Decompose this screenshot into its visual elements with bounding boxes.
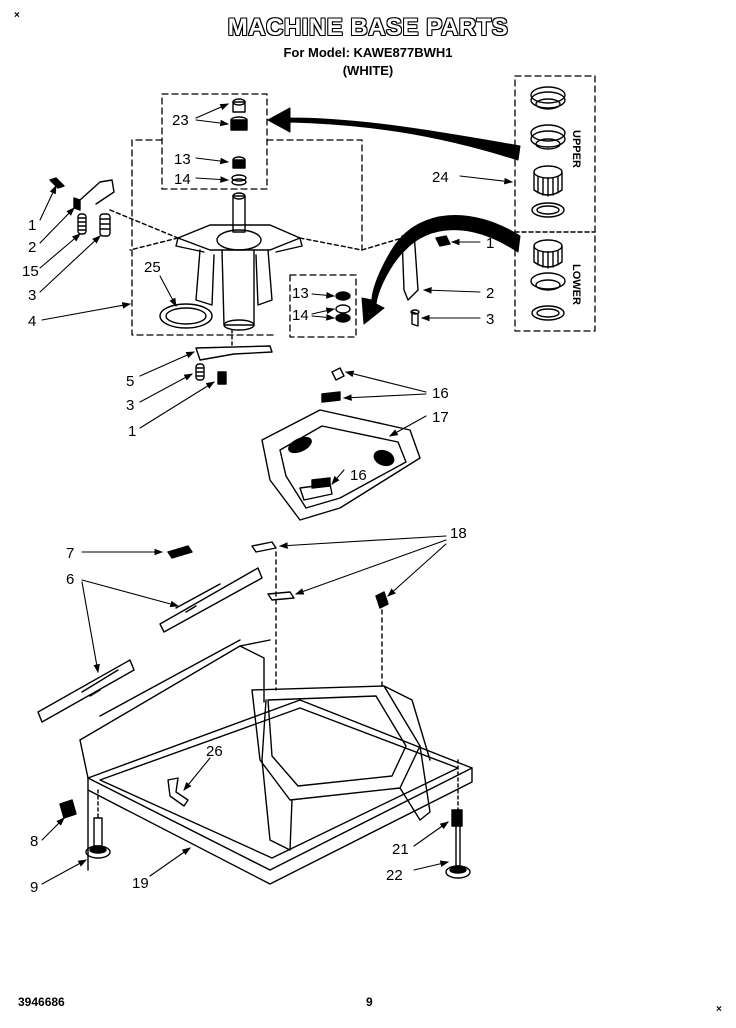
- box-hub-assembly: [131, 139, 276, 336]
- part-8-cap: [59, 799, 77, 819]
- callout-8: 8: [30, 833, 38, 850]
- callout-3-right: 3: [486, 311, 494, 328]
- model-number: For Model: KAWE877BWH1: [283, 45, 453, 60]
- side-bearing-parts: [335, 291, 351, 323]
- callout-1-right: 1: [486, 235, 494, 252]
- part-18-clip-b: [267, 591, 295, 601]
- part-25-ring: [159, 303, 213, 329]
- footer-page-number: 9: [366, 995, 373, 1009]
- arrow-upper-kit: [267, 107, 521, 161]
- right-spring-bracket: [361, 231, 451, 327]
- callout-14-side: 14: [292, 307, 309, 324]
- callout-15: 15: [22, 263, 39, 280]
- callout-13-side: 13: [292, 285, 309, 302]
- callout-2-left: 2: [28, 239, 36, 256]
- callout-1-left: 1: [28, 217, 36, 234]
- hub-assembly: [129, 192, 363, 331]
- corner-mark-bottom: ×: [716, 1004, 722, 1015]
- callout-3-left: 3: [28, 287, 36, 304]
- callout-5: 5: [126, 373, 134, 390]
- bearing-stack-parts: [230, 98, 248, 186]
- box-hub-right: [266, 139, 363, 251]
- part-16-clip-c: [311, 477, 331, 489]
- part-18-clip-a: [251, 541, 277, 553]
- part-16-clip-a: [331, 367, 345, 381]
- callout-13-top: 13: [174, 151, 191, 168]
- callout-14-top: 14: [174, 171, 191, 188]
- callout-24: 24: [432, 169, 449, 186]
- upper-kit-parts: [530, 86, 566, 218]
- part-26-hook: [167, 777, 189, 807]
- callout-4: 4: [28, 313, 36, 330]
- part-22-right-leveling-leg: [445, 759, 471, 879]
- lower-kit-parts: [530, 239, 566, 321]
- box-side-parts: [289, 274, 357, 338]
- callout-16-bottom: 16: [350, 467, 367, 484]
- page-title: MACHINE BASE PARTS: [227, 14, 509, 41]
- kit-label-upper: UPPER: [570, 130, 582, 168]
- callout-18: 18: [450, 525, 467, 542]
- callout-2-right: 2: [486, 285, 494, 302]
- part-18-clip-c: [375, 591, 389, 609]
- callout-numbers: 23 13 14 1 2 15 3 4 25 24 1 2 3 13 14 5 …: [22, 112, 494, 896]
- part-9-left-leveling-leg: [85, 789, 111, 859]
- part-17-base-tray: [261, 409, 421, 521]
- callout-17: 17: [432, 409, 449, 426]
- callout-3-center: 3: [126, 397, 134, 414]
- left-spring-bracket: [49, 177, 179, 239]
- callout-23: 23: [172, 112, 189, 129]
- callout-21: 21: [392, 841, 409, 858]
- callout-25: 25: [144, 259, 161, 276]
- corner-mark-top: ×: [14, 10, 20, 21]
- kit-label-lower: LOWER: [570, 264, 582, 305]
- part-6-bracket-b: [37, 659, 135, 723]
- callout-9: 9: [30, 879, 38, 896]
- model-color: (WHITE): [342, 63, 394, 78]
- callout-16-top: 16: [432, 385, 449, 402]
- part-6-bracket-a: [159, 567, 263, 633]
- part-16-clip-b: [321, 391, 341, 403]
- box-top-parts: [161, 93, 268, 190]
- box-kit: [514, 75, 596, 332]
- leader-lines: [39, 103, 514, 885]
- footer-part-code: 3946686: [18, 995, 65, 1009]
- callout-19: 19: [132, 875, 149, 892]
- part-19-base-frame: [79, 639, 473, 885]
- part-7-clip: [167, 545, 193, 559]
- callout-7: 7: [66, 545, 74, 562]
- arrow-lower-kit: [361, 214, 521, 325]
- callout-6: 6: [66, 571, 74, 588]
- lower-hub-fasteners: [195, 329, 273, 385]
- dashed-group-boxes: [131, 75, 596, 338]
- callout-26: 26: [206, 743, 223, 760]
- callout-22: 22: [386, 867, 403, 884]
- callout-1-center: 1: [128, 423, 136, 440]
